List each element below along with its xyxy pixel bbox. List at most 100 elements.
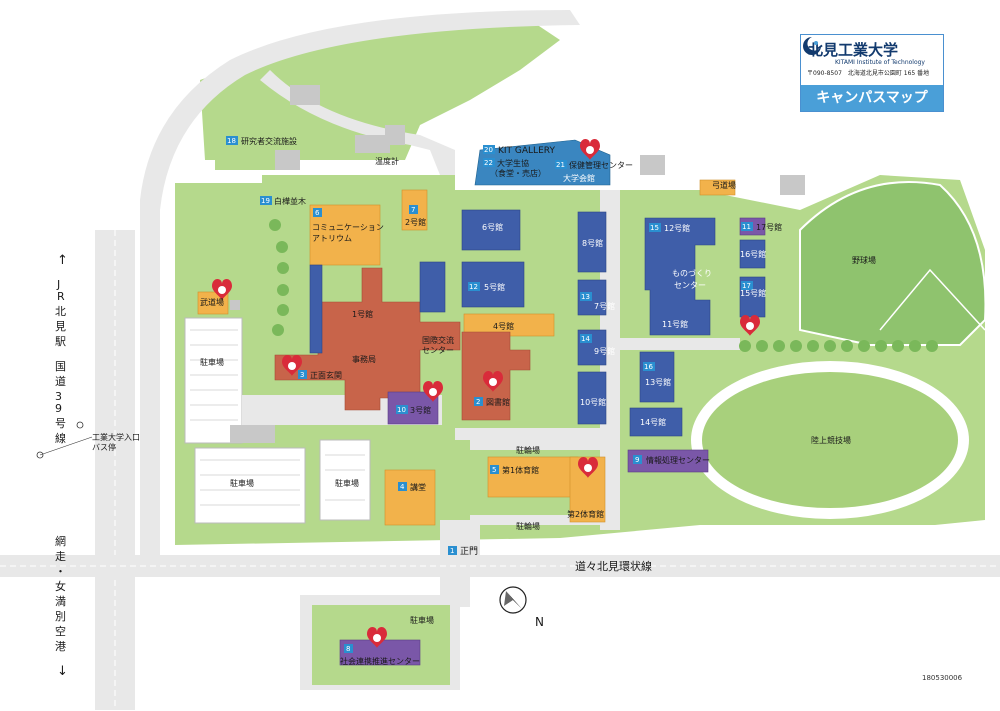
building-10[interactable] (577, 371, 607, 425)
baseball-label: 野球場 (852, 255, 876, 265)
building-13[interactable] (639, 351, 675, 403)
parking-south-1 (194, 447, 306, 524)
map-code: 180530006 (922, 674, 963, 682)
aed-icon (367, 626, 387, 648)
building17-label: 17号館 (756, 222, 782, 232)
main-gate-label: 正門 (460, 546, 478, 557)
building8-label: 8号館 (582, 238, 603, 248)
svg-text:別: 別 (55, 610, 66, 623)
svg-text:14: 14 (581, 335, 590, 343)
aed-icon (740, 314, 760, 336)
researcher-facility-label: 研究者交流施設 (241, 136, 297, 146)
svg-text:13: 13 (581, 293, 590, 301)
parking-label-parcel: 駐車場 (410, 615, 434, 625)
svg-text:港: 港 (55, 640, 66, 653)
kit-gallery-label: KIT GALLERY (498, 146, 555, 156)
social-center[interactable] (339, 639, 421, 666)
svg-text:21: 21 (556, 161, 565, 169)
coop-label-1: 大学生協 (497, 158, 529, 168)
svg-text:道: 道 (55, 374, 66, 388)
birch-avenue-label: 白樺並木 (274, 196, 306, 206)
aed-icon (483, 370, 503, 392)
building-16[interactable] (739, 239, 766, 269)
title-block: 北見工業大学 KITAMI Institute of Technology 〒0… (800, 34, 944, 112)
kyudojo-label: 弓道場 (712, 180, 736, 190)
building-6[interactable] (461, 209, 521, 251)
svg-text:見: 見 (55, 320, 66, 333)
svg-text:号: 号 (55, 417, 66, 430)
svg-text:7: 7 (411, 206, 415, 214)
building5-label: 5号館 (484, 282, 505, 292)
building9-label: 9号館 (594, 346, 615, 356)
gym-1[interactable] (487, 456, 579, 498)
svg-text:空: 空 (55, 624, 66, 638)
track-label: 陸上競技場 (811, 435, 851, 445)
aed-icon (580, 138, 600, 160)
svg-text:駅: 駅 (55, 335, 66, 348)
health-center-label: 保健管理センター (569, 160, 633, 170)
parking-south-2 (319, 439, 371, 521)
front-entrance-label: 正面玄関 (310, 370, 342, 380)
building-12[interactable] (644, 217, 716, 336)
building1-label: 1号館 (352, 309, 373, 319)
auditorium[interactable] (384, 469, 436, 526)
university-name: 北見工業大学 (808, 40, 899, 59)
svg-text:・: ・ (55, 565, 66, 578)
building4-label: 4号館 (493, 321, 514, 331)
building15-label: 15号館 (740, 288, 766, 298)
svg-text:15: 15 (650, 224, 659, 232)
building-8[interactable] (577, 211, 607, 273)
building-14[interactable] (629, 407, 683, 437)
svg-text:8: 8 (346, 645, 350, 653)
thermometer-label: 温度計 (375, 156, 399, 166)
svg-text:9: 9 (55, 402, 62, 415)
svg-text:5: 5 (492, 466, 496, 474)
info-center[interactable] (627, 449, 709, 473)
monozukuri-label-1: ものづくり (672, 269, 712, 278)
svg-text:3: 3 (300, 371, 304, 379)
atrium-label-2: アトリウム (312, 234, 352, 243)
birch-trees (269, 219, 289, 336)
building-5[interactable] (461, 261, 525, 308)
building16-label: 16号館 (740, 249, 766, 259)
intl-center-label-2: センター (422, 346, 454, 355)
info-center-label: 情報処理センター (646, 455, 710, 465)
svg-text:3: 3 (55, 390, 62, 403)
parking-label-west: 駐車場 (200, 357, 224, 367)
gym1-label: 第1体育館 (502, 465, 539, 475)
svg-text:網: 網 (55, 534, 66, 548)
svg-text:線: 線 (55, 431, 66, 445)
svg-text:18: 18 (227, 137, 236, 145)
university-english: KITAMI Institute of Technology (835, 59, 925, 66)
svg-text:1: 1 (450, 547, 454, 555)
building2-label: 2号館 (405, 217, 426, 227)
svg-text:6: 6 (315, 209, 320, 217)
svg-text:20: 20 (484, 146, 493, 154)
svg-text:9: 9 (635, 456, 639, 464)
svg-text:19: 19 (261, 197, 270, 205)
university-hall[interactable] (474, 139, 611, 186)
aed-icon (423, 380, 443, 402)
bike-parking-label-2: 駐輪場 (516, 521, 540, 531)
bus-stop-icon (36, 451, 44, 459)
atrium-label-1: コミュニケーション (312, 223, 384, 232)
parking-label-south2: 駐車場 (335, 478, 359, 488)
ring-road-label: 道々北見環状線 (575, 559, 652, 573)
university-address: 〒090-8507 北海道北見市公園町 165 番地 (807, 70, 930, 77)
coop-label-2: （食堂・売店） (490, 168, 546, 178)
building14-label: 14号館 (640, 417, 666, 427)
parking-west (184, 317, 243, 444)
svg-text:4: 4 (400, 483, 405, 491)
aed-markers (212, 138, 760, 648)
building7-label: 7号館 (594, 301, 615, 311)
building10-label: 10号館 (580, 397, 606, 407)
auditorium-label: 講堂 (410, 482, 426, 492)
social-center-label: 社会連携推進センター (340, 656, 420, 666)
aed-icon (282, 354, 302, 376)
university-hall-label: 大学会館 (563, 173, 595, 183)
budojo-label: 武道場 (200, 297, 224, 307)
svg-text:↓: ↓ (57, 664, 68, 679)
intl-center-label-1: 国際交流 (422, 335, 454, 345)
